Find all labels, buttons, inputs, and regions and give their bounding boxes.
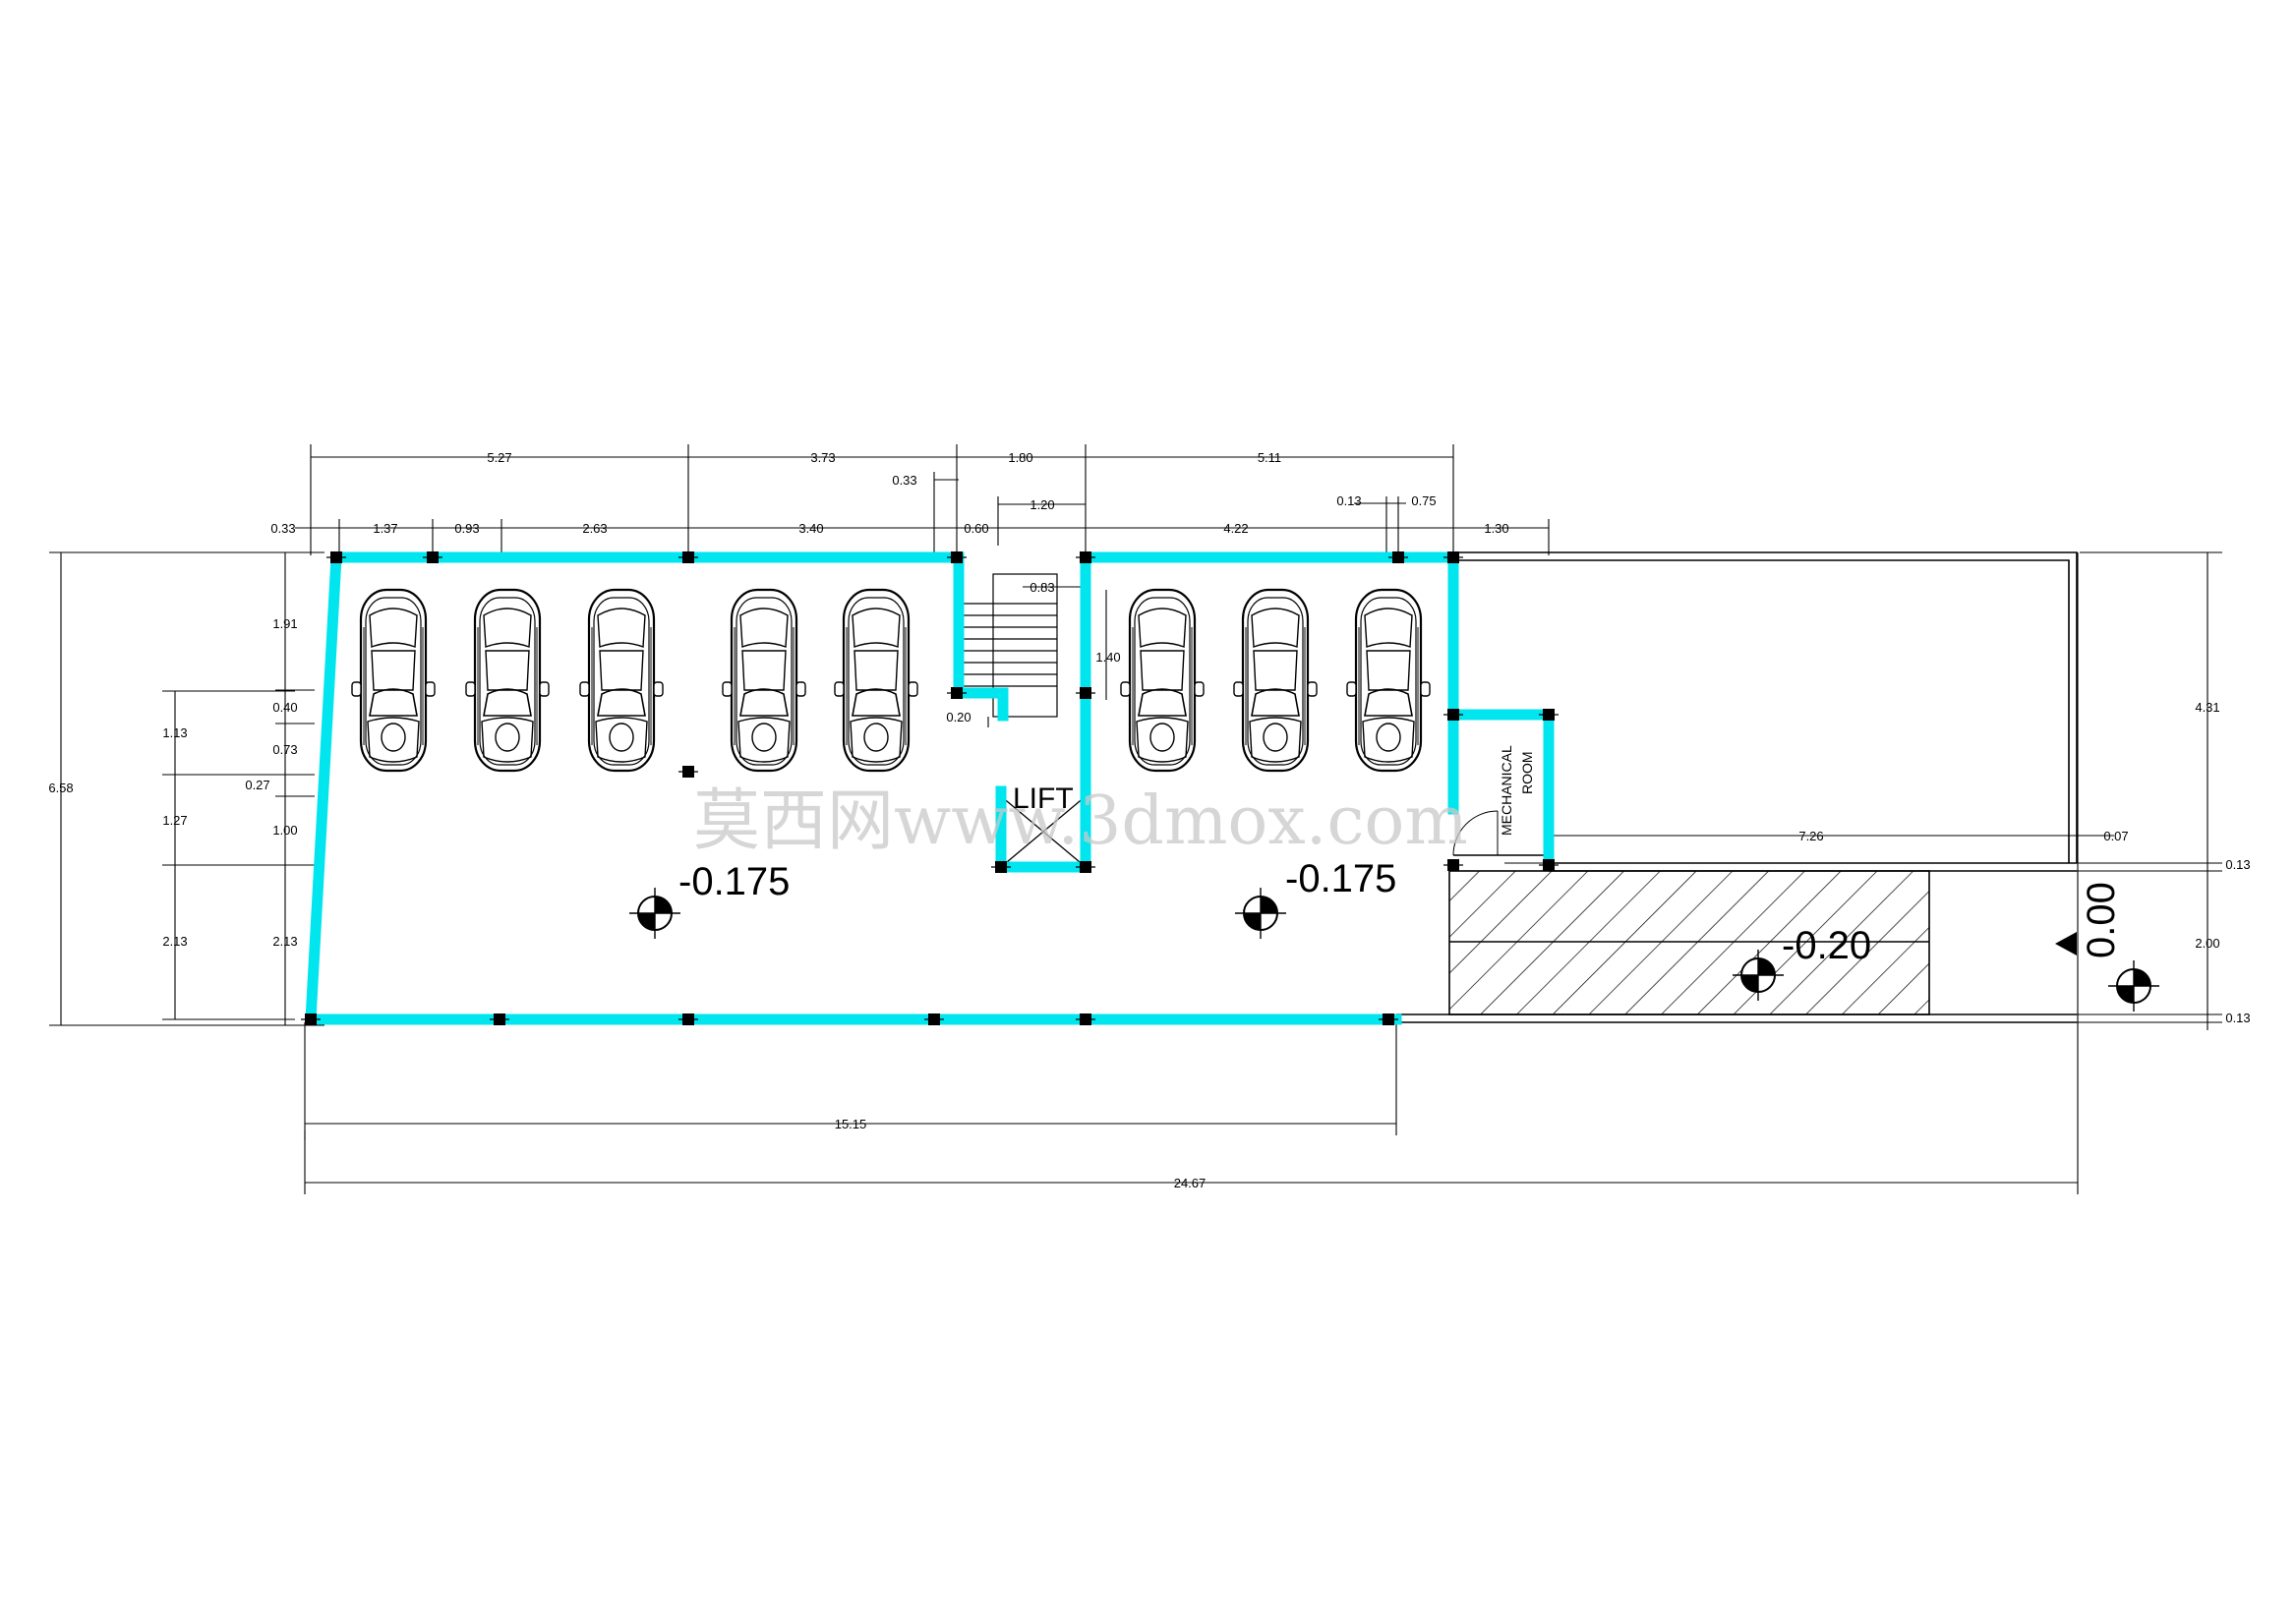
level-symbol-street [2108,960,2159,1012]
dim-stair-width: 0.83 [1030,580,1054,595]
car-icon [465,588,550,773]
level-right: -0.175 [1285,857,1396,900]
dim-top-4: 5.11 [1258,450,1281,465]
dim-top3-1: 0.33 [270,521,295,536]
dim-top3-4: 2.63 [582,521,607,536]
level-street: 0.00 [2080,882,2123,958]
level-symbol-right [1235,888,1286,939]
dim-top3-10: 1.30 [1484,521,1508,536]
dim-right-3: 2.00 [2195,936,2219,951]
dim-top3-8: 0.13 [1336,493,1361,508]
dim-top2-a: 0.33 [892,473,916,488]
level-ramp: -0.20 [1782,924,1871,967]
car-icon [722,588,806,773]
dim-top3-5: 3.40 [798,521,823,536]
level-symbol-ramp [1733,950,1784,1001]
dim-left-inner-5: 1.00 [272,823,297,838]
lift-label: LIFT [1013,782,1074,815]
room-labels: LIFT MECHANICAL ROOM [1013,745,1535,836]
dim-bottom-inner: 15.15 [835,1117,867,1131]
dim-stair-step: 0.20 [946,710,971,724]
car-icon [1233,588,1318,773]
dim-left-inner-6: 2.13 [272,934,297,949]
car-icon [1346,588,1431,773]
watermark: 莫西网www.3dmox.com [693,782,1468,860]
stair [964,573,1058,718]
dim-top3-2: 1.37 [373,521,397,536]
dim-top3-3: 0.93 [454,521,479,536]
mech-room-label-2: ROOM [1519,751,1535,794]
dimension-lines [49,444,2222,1194]
parking-cars [351,588,1431,773]
dim-left-mid-3: 2.13 [162,934,187,949]
level-left: -0.175 [678,860,790,903]
lift-shaft [1000,795,1087,868]
dim-left-inner-4: 0.27 [245,778,269,792]
dim-left-inner-2: 0.40 [272,700,297,715]
dim-left-inner-3: 0.73 [272,742,297,757]
dim-top2-b: 1.20 [1030,497,1054,512]
dim-top3-6: 0.60 [964,521,988,536]
car-icon [351,588,436,773]
level-symbol-left [629,888,680,939]
car-icon [834,588,918,773]
dim-top3-9: 0.75 [1411,493,1436,508]
dim-right-1: 4.31 [2195,700,2219,715]
dim-top-3: 1.80 [1008,450,1032,465]
dim-left-outer: 6.58 [48,781,73,795]
car-icon [1120,588,1205,773]
dimension-texts: 5.27 3.73 1.80 5.11 0.33 1.20 0.33 1.37 … [48,450,2250,1190]
entry-arrow-icon [2055,932,2077,955]
dim-top3-7: 4.22 [1223,521,1248,536]
dim-right-2: 0.13 [2225,857,2250,872]
dim-left-mid-2: 1.27 [162,813,187,828]
dim-left-inner-1: 1.91 [272,616,297,631]
dim-right-small: 0.07 [2103,829,2128,843]
dim-left-mid-1: 1.13 [162,725,187,740]
column-markers [301,551,1559,1025]
dim-stair-height: 1.40 [1095,650,1120,665]
dim-top-1: 5.27 [487,450,511,465]
car-icon [579,588,664,773]
dim-mech-width: 7.26 [1798,829,1823,843]
mech-room-label-1: MECHANICAL [1499,745,1514,836]
level-markers: -0.175 -0.175 -0.20 0.00 [629,857,2159,1012]
dim-bottom-outer: 24.67 [1174,1176,1207,1190]
ramp-hatch [1448,870,1930,1015]
dim-top-2: 3.73 [810,450,835,465]
dim-right-4: 0.13 [2225,1011,2250,1025]
